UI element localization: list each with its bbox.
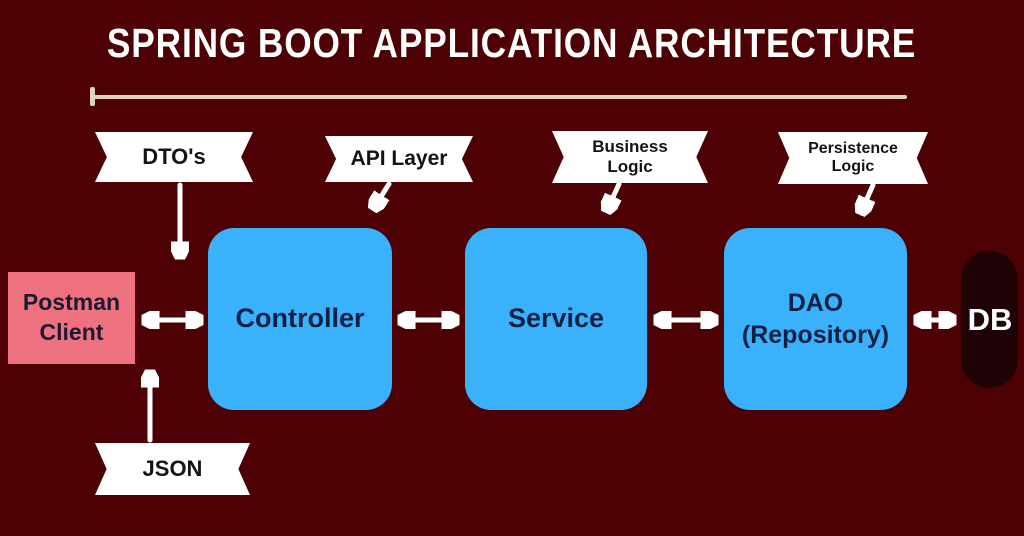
arrow-api-layer-icon [375, 181, 392, 206]
banner-persistence-logic-label: Persistence Logic [808, 139, 898, 175]
node-controller: Controller [208, 228, 392, 410]
node-dao-repository: DAO (Repository) [724, 228, 907, 410]
db-cylinder [961, 251, 1018, 388]
node-dao-repository-label: DAO (Repository) [741, 288, 890, 350]
node-postman-client-label: Postman Client [22, 289, 121, 345]
node-controller-label: Controller [235, 303, 365, 334]
node-service: Service [465, 228, 647, 410]
page-title-text: SPRING BOOT APPLICATION ARCHITECTURE [107, 20, 917, 66]
arrow-persistence-logic-icon [862, 182, 876, 210]
banner-json-label: JSON [142, 456, 203, 482]
banner-persistence-logic: Persistence Logic [778, 132, 928, 184]
title-underline [93, 95, 907, 99]
arrow-business-logic-icon [608, 181, 622, 208]
banner-dtos-label: DTO's [142, 144, 206, 170]
banner-api-layer: API Layer [325, 136, 473, 182]
node-service-label: Service [507, 303, 605, 334]
node-postman-client: Postman Client [8, 272, 135, 364]
page-title: SPRING BOOT APPLICATION ARCHITECTURE [0, 20, 1024, 67]
banner-api-layer-label: API Layer [350, 146, 448, 170]
banner-business-logic: Business Logic [552, 131, 708, 183]
banner-json: JSON [95, 443, 250, 495]
banner-dtos: DTO's [95, 132, 253, 182]
underline-tick [90, 87, 95, 106]
node-db-label: DB [967, 302, 1013, 337]
banner-business-logic-label: Business Logic [592, 137, 668, 176]
